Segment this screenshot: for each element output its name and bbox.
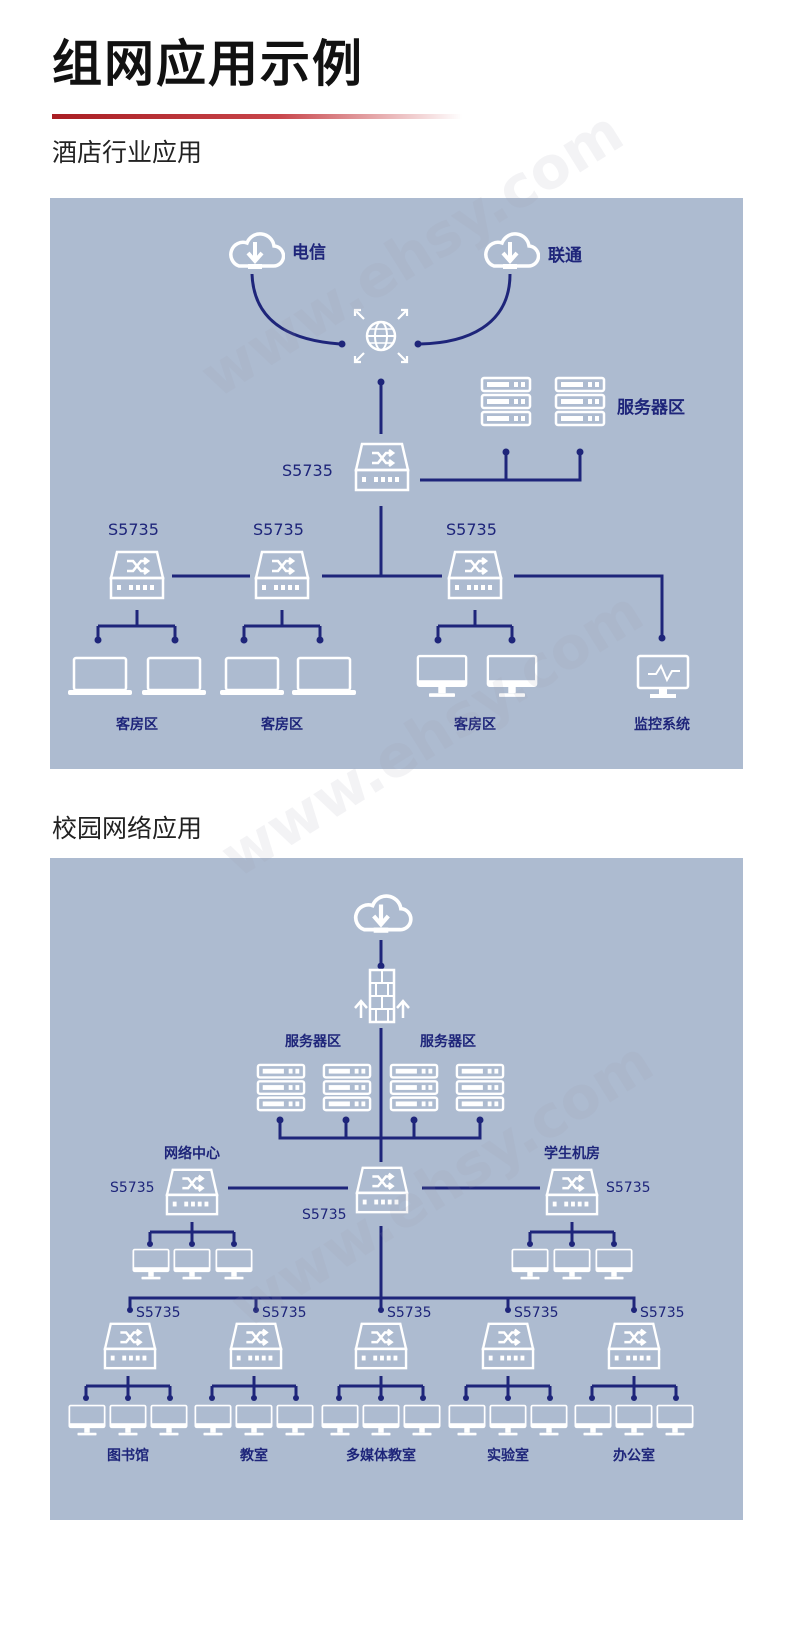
access-switch-label: S5735 bbox=[136, 1305, 181, 1321]
wan-link-right bbox=[419, 273, 512, 346]
campus-diagram-panel: 服务器区 服务器区 S5735 网络中心 S5735 学生机房 S5735 S5… bbox=[50, 858, 743, 1520]
area-label: 监控系统 bbox=[634, 716, 690, 733]
access-switch-label: S5735 bbox=[446, 520, 497, 539]
access-switch-label: S5735 bbox=[262, 1305, 307, 1321]
page-title: 组网应用示例 bbox=[52, 35, 364, 93]
server-area-label: 服务器区 bbox=[285, 1033, 341, 1050]
area-label: 客房区 bbox=[115, 716, 158, 733]
hotel-diagram-panel: 电信 联通 服务器区 S5735 S5735 S5735 S5735 bbox=[50, 198, 743, 769]
server-icon bbox=[455, 1063, 505, 1112]
server-icon bbox=[322, 1063, 372, 1112]
access-switch-icon bbox=[109, 550, 165, 600]
monitor-icon bbox=[511, 1248, 549, 1281]
server-icon bbox=[256, 1063, 306, 1112]
access-switch-label: S5735 bbox=[640, 1305, 685, 1321]
area-label: 教室 bbox=[240, 1447, 268, 1464]
monitor-icon bbox=[416, 654, 468, 699]
area-label: 客房区 bbox=[453, 716, 496, 733]
area-label: 多媒体教室 bbox=[346, 1447, 416, 1464]
laboratory-endpoints bbox=[448, 1376, 568, 1437]
monitor-icon bbox=[553, 1248, 591, 1281]
core-switch-label: S5735 bbox=[302, 1207, 347, 1223]
isp-telecom-label: 电信 bbox=[292, 242, 326, 263]
laptop-icon bbox=[142, 656, 206, 696]
distribution-switch-icon bbox=[165, 1168, 219, 1216]
student-lab-label: 学生机房 bbox=[544, 1145, 600, 1162]
monitor-icon bbox=[595, 1248, 633, 1281]
server-icon bbox=[480, 376, 532, 427]
access-switch-label: S5735 bbox=[253, 520, 304, 539]
isp-unicom-label: 联通 bbox=[548, 246, 582, 266]
cloud-download-icon bbox=[356, 896, 411, 933]
distribution-switch-icon bbox=[545, 1168, 599, 1216]
server-icon bbox=[389, 1063, 439, 1112]
internet-globe-icon bbox=[353, 308, 409, 364]
campus-section-label: 校园网络应用 bbox=[52, 814, 203, 843]
access-switch-icon bbox=[354, 1322, 408, 1370]
core-switch-label: S5735 bbox=[282, 461, 333, 480]
access-switch-icon bbox=[103, 1322, 157, 1370]
distribution-switch-label: S5735 bbox=[110, 1180, 155, 1196]
area-label: 实验室 bbox=[487, 1447, 529, 1464]
firewall-icon bbox=[354, 968, 410, 1024]
access-switch-label: S5735 bbox=[387, 1305, 432, 1321]
multimedia-classroom-endpoints bbox=[321, 1376, 441, 1437]
access-switch-label: S5735 bbox=[108, 520, 159, 539]
title-accent-bar bbox=[52, 114, 462, 119]
area-label: 客房区 bbox=[260, 716, 303, 733]
library-endpoints bbox=[68, 1376, 188, 1437]
office-endpoints bbox=[574, 1376, 694, 1437]
cloud-download-icon bbox=[483, 231, 540, 271]
laptop-icon bbox=[292, 656, 356, 696]
monitor-icon bbox=[132, 1248, 170, 1281]
distribution-switch-label: S5735 bbox=[606, 1180, 651, 1196]
server-icon bbox=[554, 376, 606, 427]
area-label: 图书馆 bbox=[107, 1447, 149, 1464]
server-area-label: 服务器区 bbox=[420, 1033, 476, 1050]
access-switch-icon bbox=[481, 1322, 535, 1370]
server-area-label: 服务器区 bbox=[617, 397, 685, 418]
laptop-icon bbox=[68, 656, 132, 696]
access-switch-label: S5735 bbox=[514, 1305, 559, 1321]
monitoring-screen-icon bbox=[636, 654, 690, 698]
monitor-icon bbox=[486, 654, 538, 699]
wan-link-left bbox=[250, 273, 341, 346]
core-switch-icon bbox=[354, 442, 410, 492]
access-switch-icon bbox=[229, 1322, 283, 1370]
hotel-section-label: 酒店行业应用 bbox=[52, 138, 203, 167]
network-center-label: 网络中心 bbox=[164, 1145, 220, 1162]
access-switch-icon bbox=[607, 1322, 661, 1370]
cloud-download-icon bbox=[228, 231, 285, 271]
access-switch-icon bbox=[447, 550, 503, 600]
access-switch-icon bbox=[254, 550, 310, 600]
laptop-icon bbox=[220, 656, 284, 696]
monitor-icon bbox=[173, 1248, 211, 1281]
core-switch-icon bbox=[355, 1166, 409, 1214]
monitor-icon bbox=[215, 1248, 253, 1281]
classroom-endpoints bbox=[194, 1376, 314, 1437]
area-label: 办公室 bbox=[613, 1447, 655, 1464]
